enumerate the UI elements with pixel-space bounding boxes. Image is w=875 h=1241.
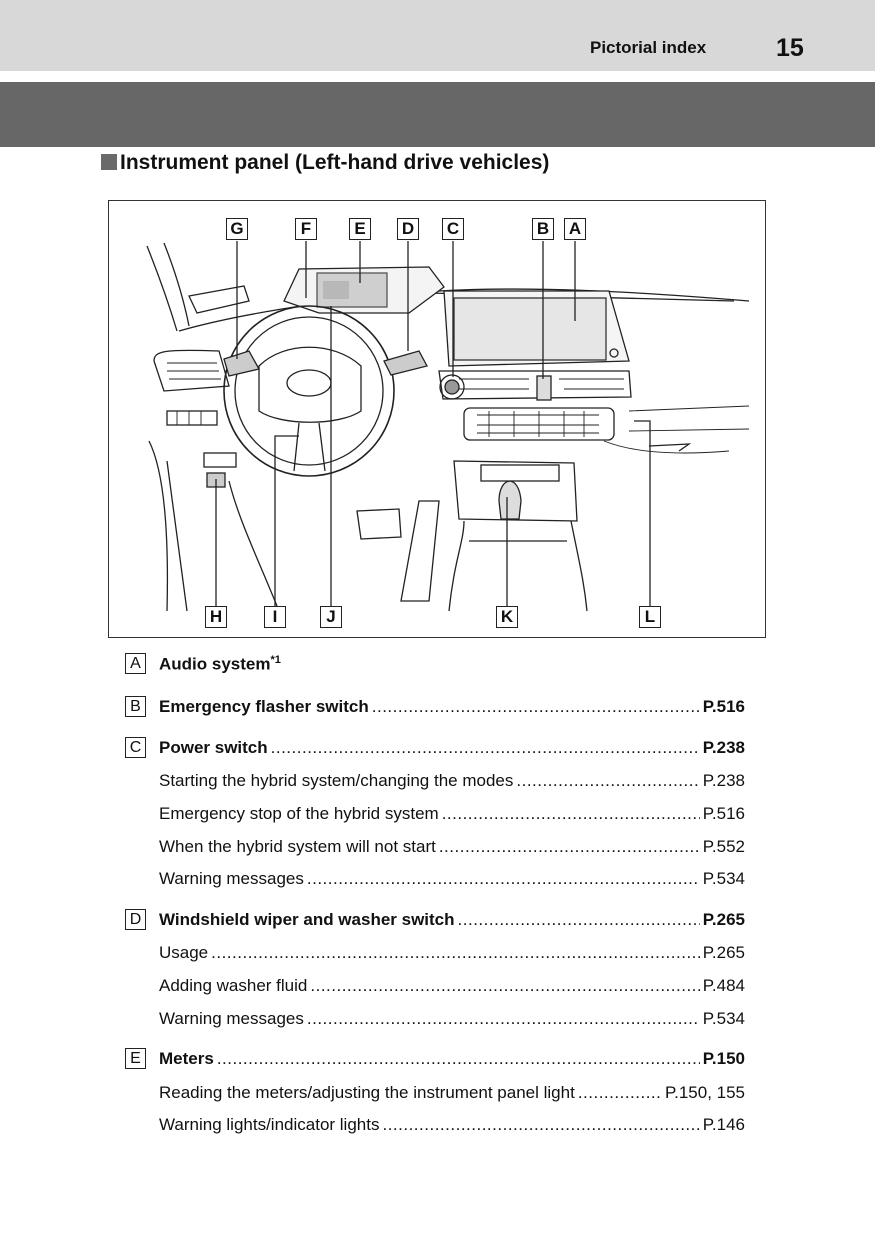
list-item: Warning lights/indicator lights P.146 xyxy=(125,1115,745,1137)
item-text: Windshield wiper and washer switch xyxy=(159,910,455,929)
list-item: Usage P.265 xyxy=(125,943,745,965)
list-item: Warning messages P.534 xyxy=(125,1009,745,1031)
header-bar xyxy=(0,0,875,71)
item-text: Warning messages xyxy=(159,869,304,888)
list-item: E Meters P.150 xyxy=(125,1048,745,1071)
item-badge: D xyxy=(125,909,146,930)
page-ref[interactable]: P.265 xyxy=(702,943,745,962)
item-badge: A xyxy=(125,653,146,674)
item-text: Emergency flasher switch xyxy=(159,697,369,716)
callout-label: J xyxy=(320,606,342,628)
item-badge: C xyxy=(125,737,146,758)
page-ref[interactable]: P.534 xyxy=(702,1009,745,1028)
list-item: When the hybrid system will not start P.… xyxy=(125,837,745,859)
item-badge: E xyxy=(125,1048,146,1069)
page-ref[interactable]: P.552 xyxy=(702,837,745,856)
item-text: Warning messages xyxy=(159,1009,304,1028)
item-text: Adding washer fluid xyxy=(159,976,308,995)
list-item: A Audio system*1 xyxy=(125,653,745,676)
page-heading: Instrument panel (Left-hand drive vehicl… xyxy=(101,151,549,175)
page-ref[interactable]: P.150, 155 xyxy=(664,1083,745,1102)
item-text: Audio system*1 xyxy=(159,654,281,674)
item-text: When the hybrid system will not start xyxy=(159,837,436,856)
list-item: Emergency stop of the hybrid system P.51… xyxy=(125,804,745,826)
callout-label: H xyxy=(205,606,227,628)
page-number: 15 xyxy=(776,34,804,62)
page-ref[interactable]: P.238 xyxy=(702,771,745,790)
list-item: Starting the hybrid system/changing the … xyxy=(125,771,745,793)
list-item: D Windshield wiper and washer switch P.2… xyxy=(125,909,745,932)
list-item: B Emergency flasher switch P.516 xyxy=(125,696,745,719)
callout-label: I xyxy=(264,606,286,628)
square-bullet-icon xyxy=(101,154,117,170)
item-text: Power switch xyxy=(159,738,268,757)
page-ref[interactable]: P.534 xyxy=(702,869,745,888)
dashboard-drawing xyxy=(146,241,750,612)
callout-label: D xyxy=(397,218,419,240)
section-band xyxy=(0,82,875,147)
item-badge: B xyxy=(125,696,146,717)
item-text: Meters xyxy=(159,1049,214,1068)
item-text: Emergency stop of the hybrid system xyxy=(159,804,439,823)
callout-label: G xyxy=(226,218,248,240)
instrument-panel-illustration: G F E D C B A H I J K L xyxy=(108,200,766,638)
callout-label: F xyxy=(295,218,317,240)
list-item: Warning messages P.534 xyxy=(125,869,745,891)
heading-text: Instrument panel (Left-hand drive vehicl… xyxy=(120,151,550,174)
callout-label: E xyxy=(349,218,371,240)
callout-label: L xyxy=(639,606,661,628)
section-title: Pictorial index xyxy=(590,38,707,57)
item-text: Warning lights/indicator lights xyxy=(159,1115,380,1134)
list-item: Reading the meters/adjusting the instrum… xyxy=(125,1083,745,1105)
page-ref[interactable]: P.150 xyxy=(702,1049,745,1068)
page-ref[interactable]: P.516 xyxy=(702,804,745,823)
callout-label: A xyxy=(564,218,586,240)
item-text: Usage xyxy=(159,943,209,962)
item-text: Starting the hybrid system/changing the … xyxy=(159,771,514,790)
page-ref[interactable]: P.516 xyxy=(702,697,745,716)
list-item: C Power switch P.238 xyxy=(125,737,745,760)
page-ref[interactable]: P.265 xyxy=(702,910,745,929)
callout-label: K xyxy=(496,606,518,628)
callout-label: C xyxy=(442,218,464,240)
item-text: Reading the meters/adjusting the instrum… xyxy=(159,1083,575,1102)
callout-label: B xyxy=(532,218,554,240)
page-ref[interactable]: P.146 xyxy=(702,1115,745,1134)
list-item: Adding washer fluid P.484 xyxy=(125,976,745,998)
page-ref[interactable]: P.484 xyxy=(702,976,745,995)
page-ref[interactable]: P.238 xyxy=(702,738,745,757)
